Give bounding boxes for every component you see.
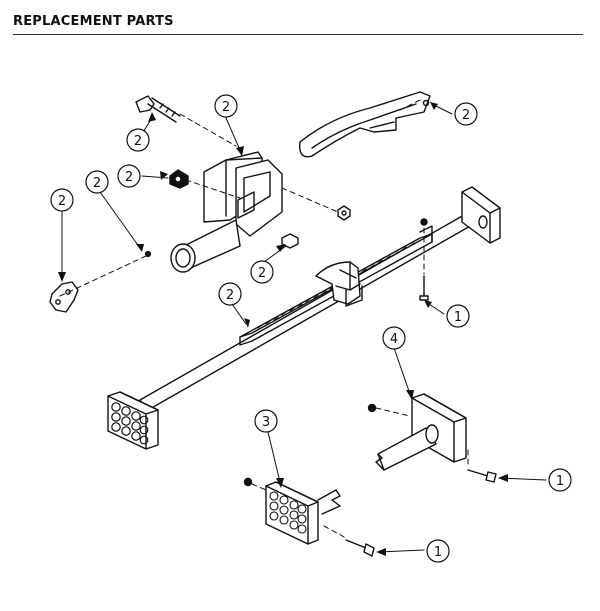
svg-text:2: 2 (93, 176, 101, 191)
right-end-plate (461, 186, 501, 244)
svg-text:2: 2 (258, 266, 266, 281)
svg-text:2: 2 (134, 134, 142, 149)
page-title: REPLACEMENT PARTS (13, 14, 174, 29)
housing-assembly (203, 151, 283, 237)
svg-text:1: 1 (556, 474, 564, 489)
svg-text:1: 1 (434, 545, 442, 560)
callout-screw-bottom-right: 1 (548, 468, 572, 492)
main-bar (139, 206, 487, 411)
callout-nut-left: 2 (117, 164, 141, 188)
callout-handle-tip: 2 (454, 102, 478, 126)
arrow-heads (58, 102, 508, 556)
svg-text:2: 2 (222, 100, 230, 115)
callouts: 2 2 2 2 2 2 2 2 (50, 94, 572, 563)
svg-text:2: 2 (462, 108, 470, 123)
svg-text:2: 2 (58, 194, 66, 209)
screw-vertical (419, 275, 429, 301)
callout-rack: 2 (218, 282, 242, 306)
tube (170, 219, 241, 273)
screw-horizontal-right (467, 469, 497, 483)
callout-screw-bottom: 1 (426, 539, 450, 563)
lever-handle (299, 91, 431, 158)
hardware-bits (144, 169, 428, 487)
callout-pin-left: 2 (85, 170, 109, 194)
callout-screw-right: 1 (446, 304, 470, 328)
foot-pad-part (265, 481, 341, 545)
leader-lines (59, 99, 547, 553)
ratchet-handle (315, 261, 363, 307)
latch (49, 281, 79, 313)
screw-horizontal-bottom (345, 539, 375, 557)
svg-text:2: 2 (125, 170, 133, 185)
title-rule (13, 34, 583, 35)
svg-text:3: 3 (262, 415, 270, 430)
svg-text:1: 1 (454, 310, 462, 325)
callout-pin-center: 2 (250, 260, 274, 284)
callout-latch-far-left: 2 (50, 188, 74, 212)
svg-text:2: 2 (226, 288, 234, 303)
end-bracket-part (375, 393, 467, 471)
callout-bracket-top: 2 (214, 94, 238, 118)
callout-foot-pad: 3 (254, 409, 278, 433)
top-bolt (135, 95, 181, 123)
svg-text:4: 4 (390, 332, 398, 347)
left-foot-pad (107, 391, 159, 450)
callout-end-bracket: 4 (382, 326, 406, 350)
callout-bolt-top: 2 (126, 128, 150, 152)
